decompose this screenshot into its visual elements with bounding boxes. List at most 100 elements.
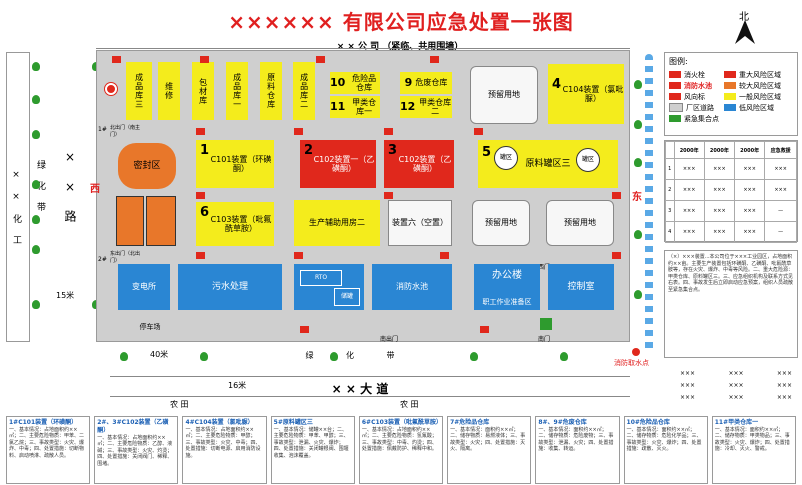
wind-vane-icon bbox=[669, 93, 681, 100]
hazard-card: 5#原料罐区三 一、基本情况：储罐××台；二、主要危险物质：甲苯、甲醇；三、事故… bbox=[270, 416, 355, 484]
device-c104[interactable]: 4 C104装置（氯吡脲） bbox=[548, 64, 624, 124]
legend-item: 风向标 bbox=[669, 91, 722, 102]
hydrant-marker-icon bbox=[316, 56, 325, 63]
tank-b: 罐区 bbox=[576, 148, 600, 172]
tree-icon bbox=[634, 158, 642, 167]
north-label: 北 bbox=[739, 12, 749, 23]
left-industry-label: × × 化 工 bbox=[11, 170, 21, 245]
control-room[interactable]: 控制室 bbox=[548, 264, 614, 310]
table-row: 2 ××× ××× ××× ××× bbox=[665, 179, 797, 201]
signature-row: ××××××××× bbox=[680, 370, 792, 377]
tree-icon bbox=[32, 62, 40, 71]
assembly-point-icon bbox=[540, 318, 552, 330]
power-substation[interactable]: 变电所 bbox=[118, 264, 170, 310]
reserve-land-top[interactable]: 预留用地 bbox=[470, 66, 538, 124]
rto-box: RTO bbox=[300, 270, 342, 286]
tank-grid-left bbox=[116, 196, 144, 246]
hazard-card: 4#C104装置（氯吡脲） 一、基本情况：占地面积约××㎡；二、主要危险物质：甲… bbox=[182, 416, 267, 484]
bottom-road-line-top bbox=[110, 376, 630, 377]
device-c104-label: C104装置（氯吡脲） bbox=[562, 84, 624, 103]
farmland-right-label: 农 田 bbox=[400, 400, 419, 409]
left-green-label: 绿 化 带 bbox=[35, 160, 45, 212]
hazard-card: 1#C101装置（环磺酮） 一、基本情况：占地面积约××㎡；二、主要危险物质：甲… bbox=[6, 416, 91, 484]
legend-title: 图例: bbox=[669, 57, 688, 66]
tree-icon bbox=[32, 95, 40, 104]
tree-icon bbox=[634, 120, 642, 129]
rto-unit[interactable]: RTO 储罐 bbox=[294, 264, 364, 310]
reserve-land-right[interactable]: 预留用地 bbox=[546, 200, 614, 246]
legend-item: 消火栓 bbox=[669, 69, 722, 80]
device-c103[interactable]: 6 C103装置（吡氟酰草胺） bbox=[196, 202, 274, 246]
device-6-idle[interactable]: 装置六（空置） bbox=[388, 200, 452, 246]
device-c102b-label: C102装置（乙磺酮） bbox=[398, 154, 452, 173]
building-packaging[interactable]: 包材库 bbox=[192, 62, 214, 120]
device-c102b[interactable]: 3 C102装置（乙磺酮） bbox=[384, 140, 454, 188]
east-river bbox=[645, 54, 653, 354]
north-arrow: 北 bbox=[725, 8, 765, 46]
device-c102[interactable]: 2 C102装置一（乙磺酮） bbox=[300, 140, 376, 188]
tank-grid-right bbox=[146, 196, 176, 246]
distance-16-label: 16米 bbox=[228, 381, 247, 390]
device-c101-label: C101装置（环磺酮） bbox=[210, 154, 272, 173]
building-raw-material[interactable]: 原料仓库 bbox=[260, 62, 282, 120]
gate-1-label: 1# bbox=[98, 126, 107, 133]
warehouse-12[interactable]: 12 甲类仓库二 bbox=[400, 96, 452, 118]
hydrant-marker-icon bbox=[294, 128, 303, 135]
tree-icon bbox=[200, 352, 208, 361]
warehouse-10[interactable]: 10 危险品仓库 bbox=[330, 72, 380, 94]
warehouse-9[interactable]: 9 危废仓库 bbox=[400, 72, 452, 94]
warehouse-11[interactable]: 11 甲类仓库一 bbox=[330, 96, 380, 118]
reserve-land-mid[interactable]: 预留用地 bbox=[472, 200, 530, 246]
tree-icon bbox=[32, 130, 40, 139]
hydrant-marker-icon bbox=[196, 128, 205, 135]
bottom-road-line-bottom bbox=[110, 396, 630, 397]
hydrant-marker-icon bbox=[612, 192, 621, 199]
table-row: 1 ××× ××× ××× ××× bbox=[665, 158, 797, 180]
device-c101[interactable]: 1 C101装置（环磺酮） bbox=[196, 140, 274, 188]
device-c101-number: 1 bbox=[200, 143, 210, 158]
sewage-treatment[interactable]: 污水处理 bbox=[178, 264, 282, 310]
hydrant-marker-icon bbox=[440, 252, 449, 259]
page-title: ×××××× 有限公司应急处置一张图 bbox=[228, 10, 574, 34]
hydrant-marker-icon bbox=[294, 252, 303, 259]
legend-item: 低风险区域 bbox=[724, 102, 793, 113]
warehouse-9-number: 9 bbox=[404, 75, 413, 89]
tank-area-3[interactable]: 5 罐区 原料罐区三 罐区 bbox=[478, 140, 618, 188]
hydrant-marker-icon bbox=[196, 192, 205, 199]
hydrant-marker-icon bbox=[480, 326, 489, 333]
tree-icon bbox=[470, 352, 478, 361]
fire-pool-legend-icon bbox=[669, 82, 681, 89]
table-row: 4 ××× ××× ××× — bbox=[665, 221, 797, 243]
warehouse-10-number: 10 bbox=[330, 75, 346, 89]
building-finished-goods-1[interactable]: 成品库一 bbox=[226, 62, 248, 120]
top-road-line bbox=[96, 48, 630, 49]
office-label: 办公楼 bbox=[492, 270, 522, 281]
tree-icon bbox=[120, 352, 128, 361]
office-building[interactable]: 办公楼 职工作业准备区 bbox=[474, 264, 540, 310]
legend-item: 厂区道路 bbox=[669, 102, 722, 113]
tree-icon bbox=[634, 230, 642, 239]
gate-2-label: 2# bbox=[98, 256, 107, 263]
staff-area-label: 职工作业准备区 bbox=[482, 297, 532, 306]
plant-road-swatch-icon bbox=[669, 103, 683, 112]
south-exit-label: 南出门 bbox=[380, 336, 399, 343]
sealed-zone[interactable]: 密封区 bbox=[118, 143, 176, 189]
tree-icon bbox=[32, 180, 40, 189]
building-finished-goods-2[interactable]: 成品库二 bbox=[293, 62, 315, 120]
hydrant-marker-icon bbox=[474, 128, 483, 135]
gate-south-label: 南门 bbox=[538, 336, 551, 343]
hydrant-marker-icon bbox=[112, 56, 121, 63]
building-maintenance[interactable]: 维修 bbox=[158, 62, 180, 120]
emergency-notes: （×）×××装置...本公司位于×××工业园区，占地面积约××亩。主要生产装置包… bbox=[664, 250, 798, 358]
device-c103-label: C103装置（吡氟酰草胺） bbox=[210, 214, 272, 233]
hazard-cards: 1#C101装置（环磺酮） 一、基本情况：占地面积约××㎡；二、主要危险物质：甲… bbox=[6, 416, 796, 484]
warehouse-12-number: 12 bbox=[400, 99, 416, 113]
signature-row: ××××××××× bbox=[680, 382, 792, 389]
fire-pool[interactable]: 消防水池 bbox=[372, 264, 452, 310]
tank-area-3-number: 5 bbox=[482, 145, 492, 160]
aux-factory-2[interactable]: 生产辅助用房二 bbox=[294, 200, 380, 246]
building-finished-goods-3[interactable]: 成品库三 bbox=[126, 62, 152, 120]
hazard-card: 7#危险品仓库 一、基本情况：面积约××㎡；二、储存物质：易燃液体；三、事故类型… bbox=[447, 416, 532, 484]
hydrant-marker-icon bbox=[300, 326, 309, 333]
contact-table: 2000年 2000年 2000年 应急救援 1 ××× ××× ××× ×××… bbox=[664, 140, 798, 243]
